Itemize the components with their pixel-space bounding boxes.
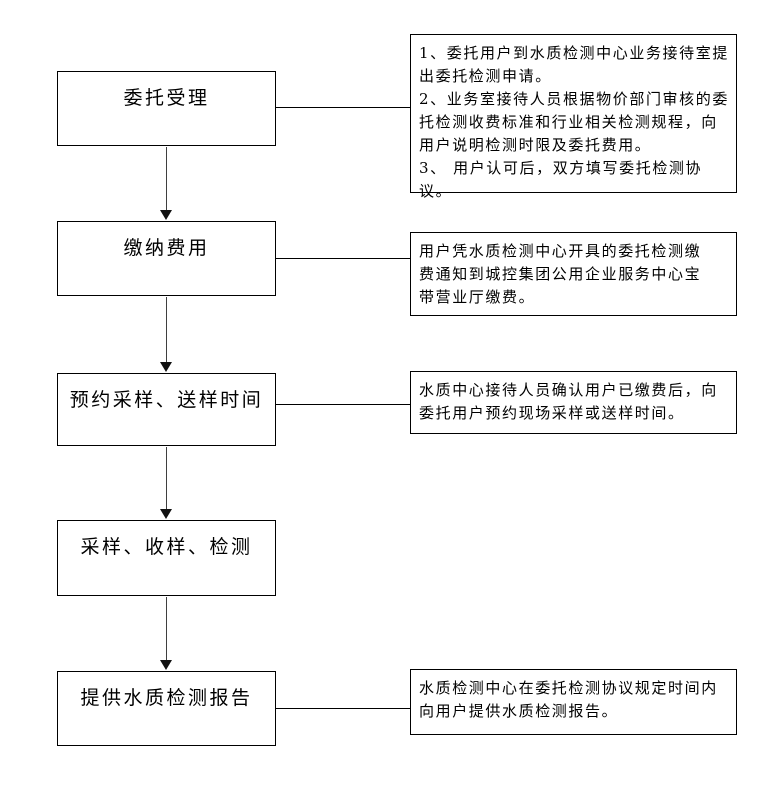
- connector-line-1: [276, 107, 410, 109]
- arrow-shaft: [165, 147, 168, 211]
- flow-step-box-4: 采样、收样、检测: [57, 520, 276, 596]
- flow-step-box-1: 委托受理: [57, 71, 276, 146]
- flow-step-label-2: 缴纳费用: [123, 237, 210, 259]
- flow-step-box-2: 缴纳费用: [57, 221, 276, 296]
- flow-step-label-3: 预约采样、送样时间: [69, 389, 264, 411]
- arrow-head: [160, 509, 172, 519]
- arrow-head: [160, 210, 172, 220]
- flow-step-label-4: 采样、收样、检测: [80, 536, 253, 558]
- connector-line-3: [276, 404, 410, 406]
- arrow-head: [160, 362, 172, 372]
- down-arrow-icon-3: [160, 447, 173, 519]
- arrow-shaft: [165, 447, 168, 510]
- arrow-shaft: [165, 297, 168, 363]
- arrow-head: [160, 660, 172, 670]
- annotation-box-1: 1、委托用户到水质检测中心业务接待室提 出委托检测申请。 2、业务室接待人员根据…: [410, 34, 737, 200]
- annotation-box-2: 用户凭水质检测中心开具的委托检测缴 费通知到城控集团公用企业服务中心宝 带营业厅…: [410, 232, 737, 316]
- flow-step-box-5: 提供水质检测报告: [57, 671, 276, 746]
- down-arrow-icon-1: [160, 147, 173, 220]
- flow-step-label-5: 提供水质检测报告: [80, 687, 253, 709]
- connector-line-4: [276, 708, 410, 710]
- down-arrow-icon-2: [160, 297, 173, 372]
- annotation-box-3: 水质中心接待人员确认用户已缴费后，向 委托用户预约现场采样或送样时间。: [410, 371, 737, 434]
- annotation-box-4: 水质检测中心在委托检测协议规定时间内 向用户提供水质检测报告。: [410, 669, 737, 735]
- down-arrow-icon-4: [160, 597, 173, 670]
- connector-line-2: [276, 258, 410, 260]
- arrow-shaft: [165, 597, 168, 661]
- flow-step-box-3: 预约采样、送样时间: [57, 373, 276, 446]
- flow-step-label-1: 委托受理: [123, 87, 210, 109]
